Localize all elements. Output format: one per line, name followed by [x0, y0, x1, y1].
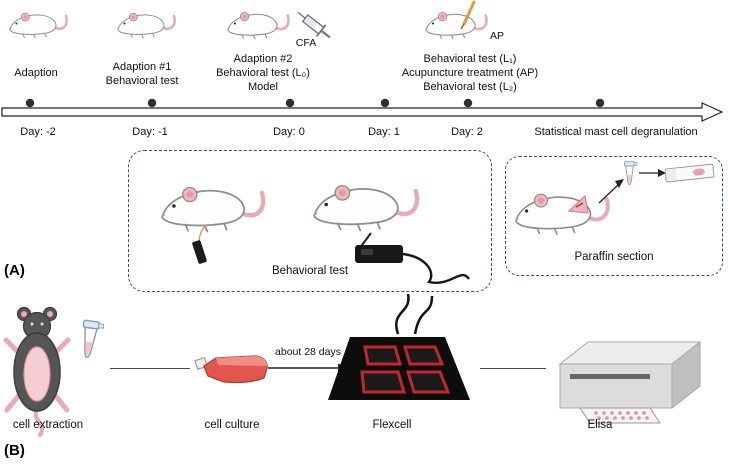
panel-a-letter: (A): [4, 262, 25, 279]
cfa-annotation: CFA: [295, 37, 317, 49]
duration-label: about 28 days: [275, 346, 341, 358]
panel-b-letter: (B): [4, 442, 25, 459]
mouse-icon: [8, 11, 68, 40]
timeline-tick-label: Day: -2: [20, 126, 56, 138]
arrow-to-tube: [598, 179, 624, 204]
timeline-dot: [595, 98, 605, 108]
timeline-tick-label: Statistical mast cell degranulation: [534, 126, 698, 138]
electronic-device-icon: [355, 232, 470, 285]
step-label-elisa: Elisa: [587, 419, 613, 431]
tissue-patch-icon: [568, 195, 589, 214]
acupuncture-needle-icon: [460, 0, 476, 30]
step-label-cell-extraction: cell extraction: [12, 419, 84, 431]
timeline-dot: [463, 98, 473, 108]
mouse-icon: [116, 11, 176, 40]
timeline-dot: [147, 98, 157, 108]
timeline-tick-label: Day: -1: [132, 126, 168, 138]
mouse-icon: [226, 11, 290, 41]
stage-caption-line: Behavioral test (L₂): [423, 81, 517, 93]
paraffin-box-label: Paraffin section: [574, 251, 654, 263]
arrow-to-slide: [639, 169, 666, 177]
syringe-icon: [297, 12, 331, 39]
stage-caption: Adaption: [0, 66, 72, 80]
ap-annotation: AP: [489, 30, 504, 42]
timeline-tick-label: Day: 2: [451, 126, 483, 138]
behavioral-test-box: Behavioral test: [128, 150, 492, 292]
connector-line: [110, 368, 190, 369]
stage-caption: Behavioral test (L₁) Acupuncture treatme…: [370, 52, 570, 94]
stage-caption-line: Behavioral test (L₀): [216, 67, 310, 79]
stage-caption-line: Adaption: [14, 67, 58, 79]
timeline-tick-label: Day: 0: [273, 126, 305, 138]
behavioral-box-label: Behavioral test: [271, 265, 349, 277]
stage-caption-line: Model: [248, 81, 278, 93]
step-label-cell-culture: cell culture: [204, 419, 260, 431]
stage-caption: Adaption #2 Behavioral test (L₀) Model: [178, 52, 348, 94]
glass-slide-icon: [664, 163, 715, 183]
dissected-mouse-icon: [3, 306, 71, 437]
paraffin-section-box: Paraffin section: [505, 156, 723, 276]
culture-flask-icon: [194, 355, 268, 384]
von-frey-device-icon: [192, 224, 207, 264]
microcentrifuge-tube-icon: [624, 161, 638, 186]
timeline-tick-label: Day: 1: [368, 126, 400, 138]
timeline-dot: [25, 98, 35, 108]
stage-caption-line: Behavioral test: [105, 75, 179, 87]
connector-line: [480, 368, 546, 369]
step-label-flexcell: Flexcell: [372, 419, 412, 431]
elisa-reader-icon: [558, 340, 702, 424]
timeline-dot: [285, 98, 295, 108]
stage-caption-line: Adaption #2: [233, 53, 293, 65]
stage-caption: Adaption #1 Behavioral test: [62, 60, 222, 88]
stage-caption-line: Behavioral test (L₁): [423, 53, 517, 65]
flexcell-plate-icon: [328, 293, 470, 400]
timeline-arrow: [1, 98, 724, 122]
microcentrifuge-tube-icon: [78, 319, 105, 360]
timeline-dot: [380, 98, 390, 108]
stage-caption-line: Acupuncture treatment (AP): [401, 67, 539, 79]
stage-caption-line: Adaption #1: [112, 61, 172, 73]
